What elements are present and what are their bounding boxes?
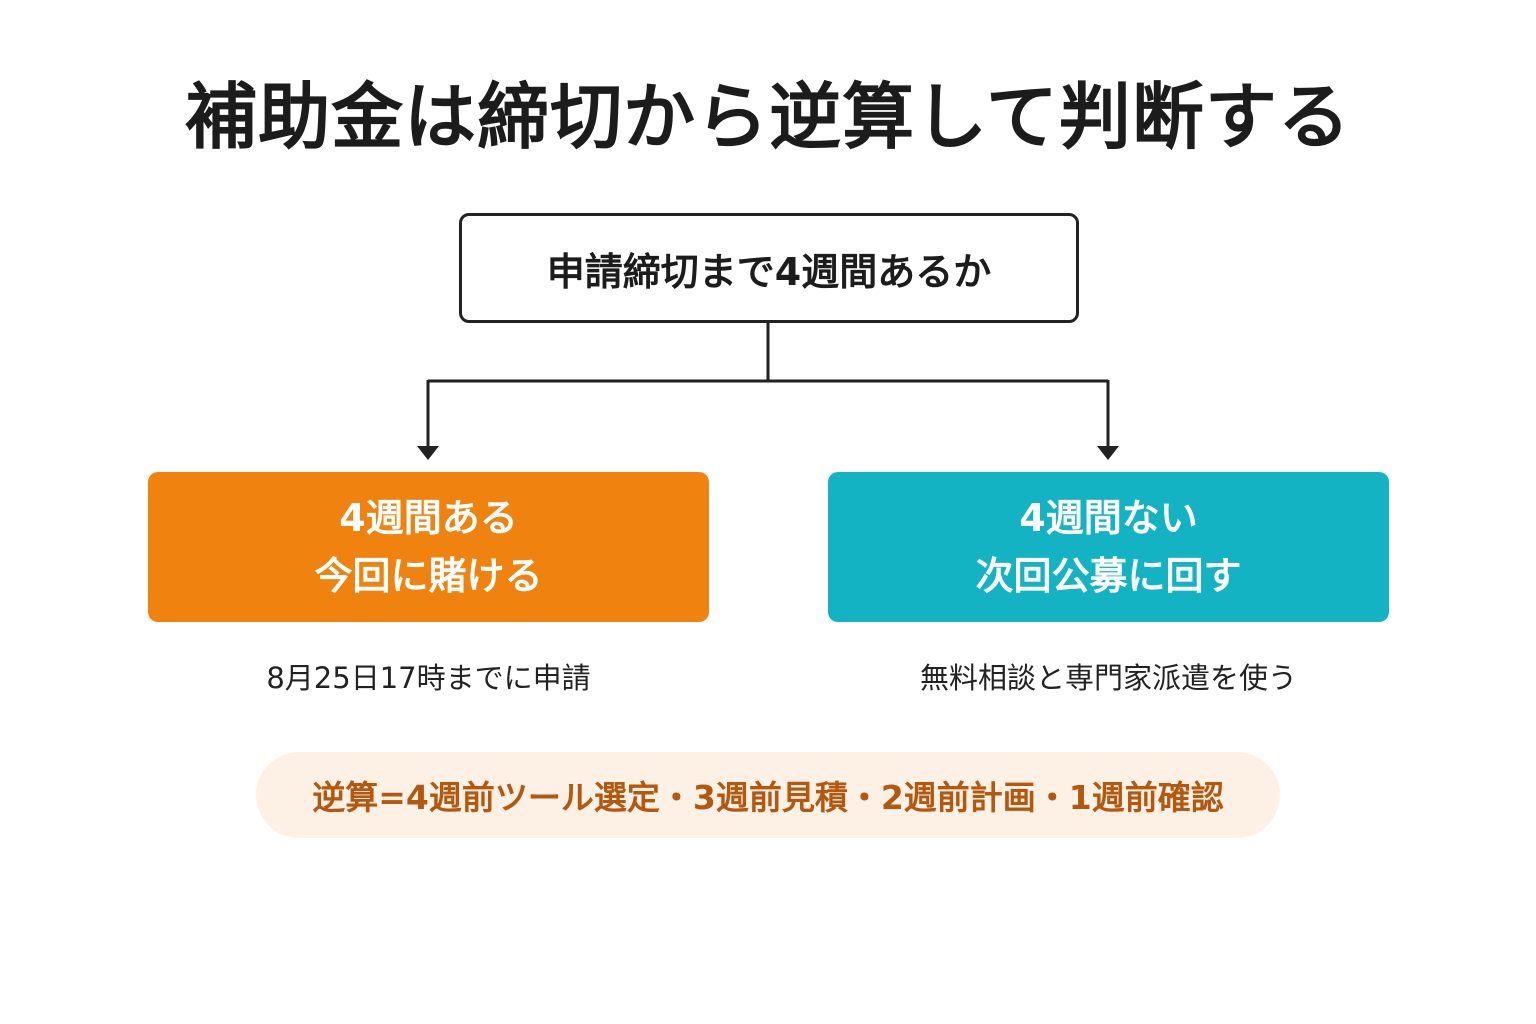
- backward-plan-pill: 逆算=4週前ツール選定・3週前見積・2週前計画・1週前確認: [256, 752, 1280, 838]
- backward-plan-text: 逆算=4週前ツール選定・3週前見積・2週前計画・1週前確認: [312, 778, 1224, 817]
- arrow-head-left: [417, 446, 439, 460]
- option-no-note: 無料相談と専門家派遣を使う: [919, 661, 1297, 695]
- option-no-condition: 4週間ない: [1019, 496, 1198, 540]
- option-no-action: 次回公募に回す: [975, 554, 1242, 598]
- option-yes-box: 4週間ある 今回に賭ける: [148, 472, 709, 622]
- arrow-head-right: [1097, 446, 1119, 460]
- page-title: 補助金は締切から逆算して判断する: [185, 75, 1351, 159]
- option-yes-condition: 4週間ある: [339, 496, 518, 540]
- decision-question-label: 申請締切まで4週間あるか: [546, 249, 992, 294]
- option-yes-note: 8月25日17時までに申請: [266, 661, 591, 695]
- option-no-box: 4週間ない 次回公募に回す: [828, 472, 1389, 622]
- decision-question-box: 申請締切まで4週間あるか: [459, 213, 1079, 323]
- option-yes-action: 今回に賭ける: [314, 554, 543, 598]
